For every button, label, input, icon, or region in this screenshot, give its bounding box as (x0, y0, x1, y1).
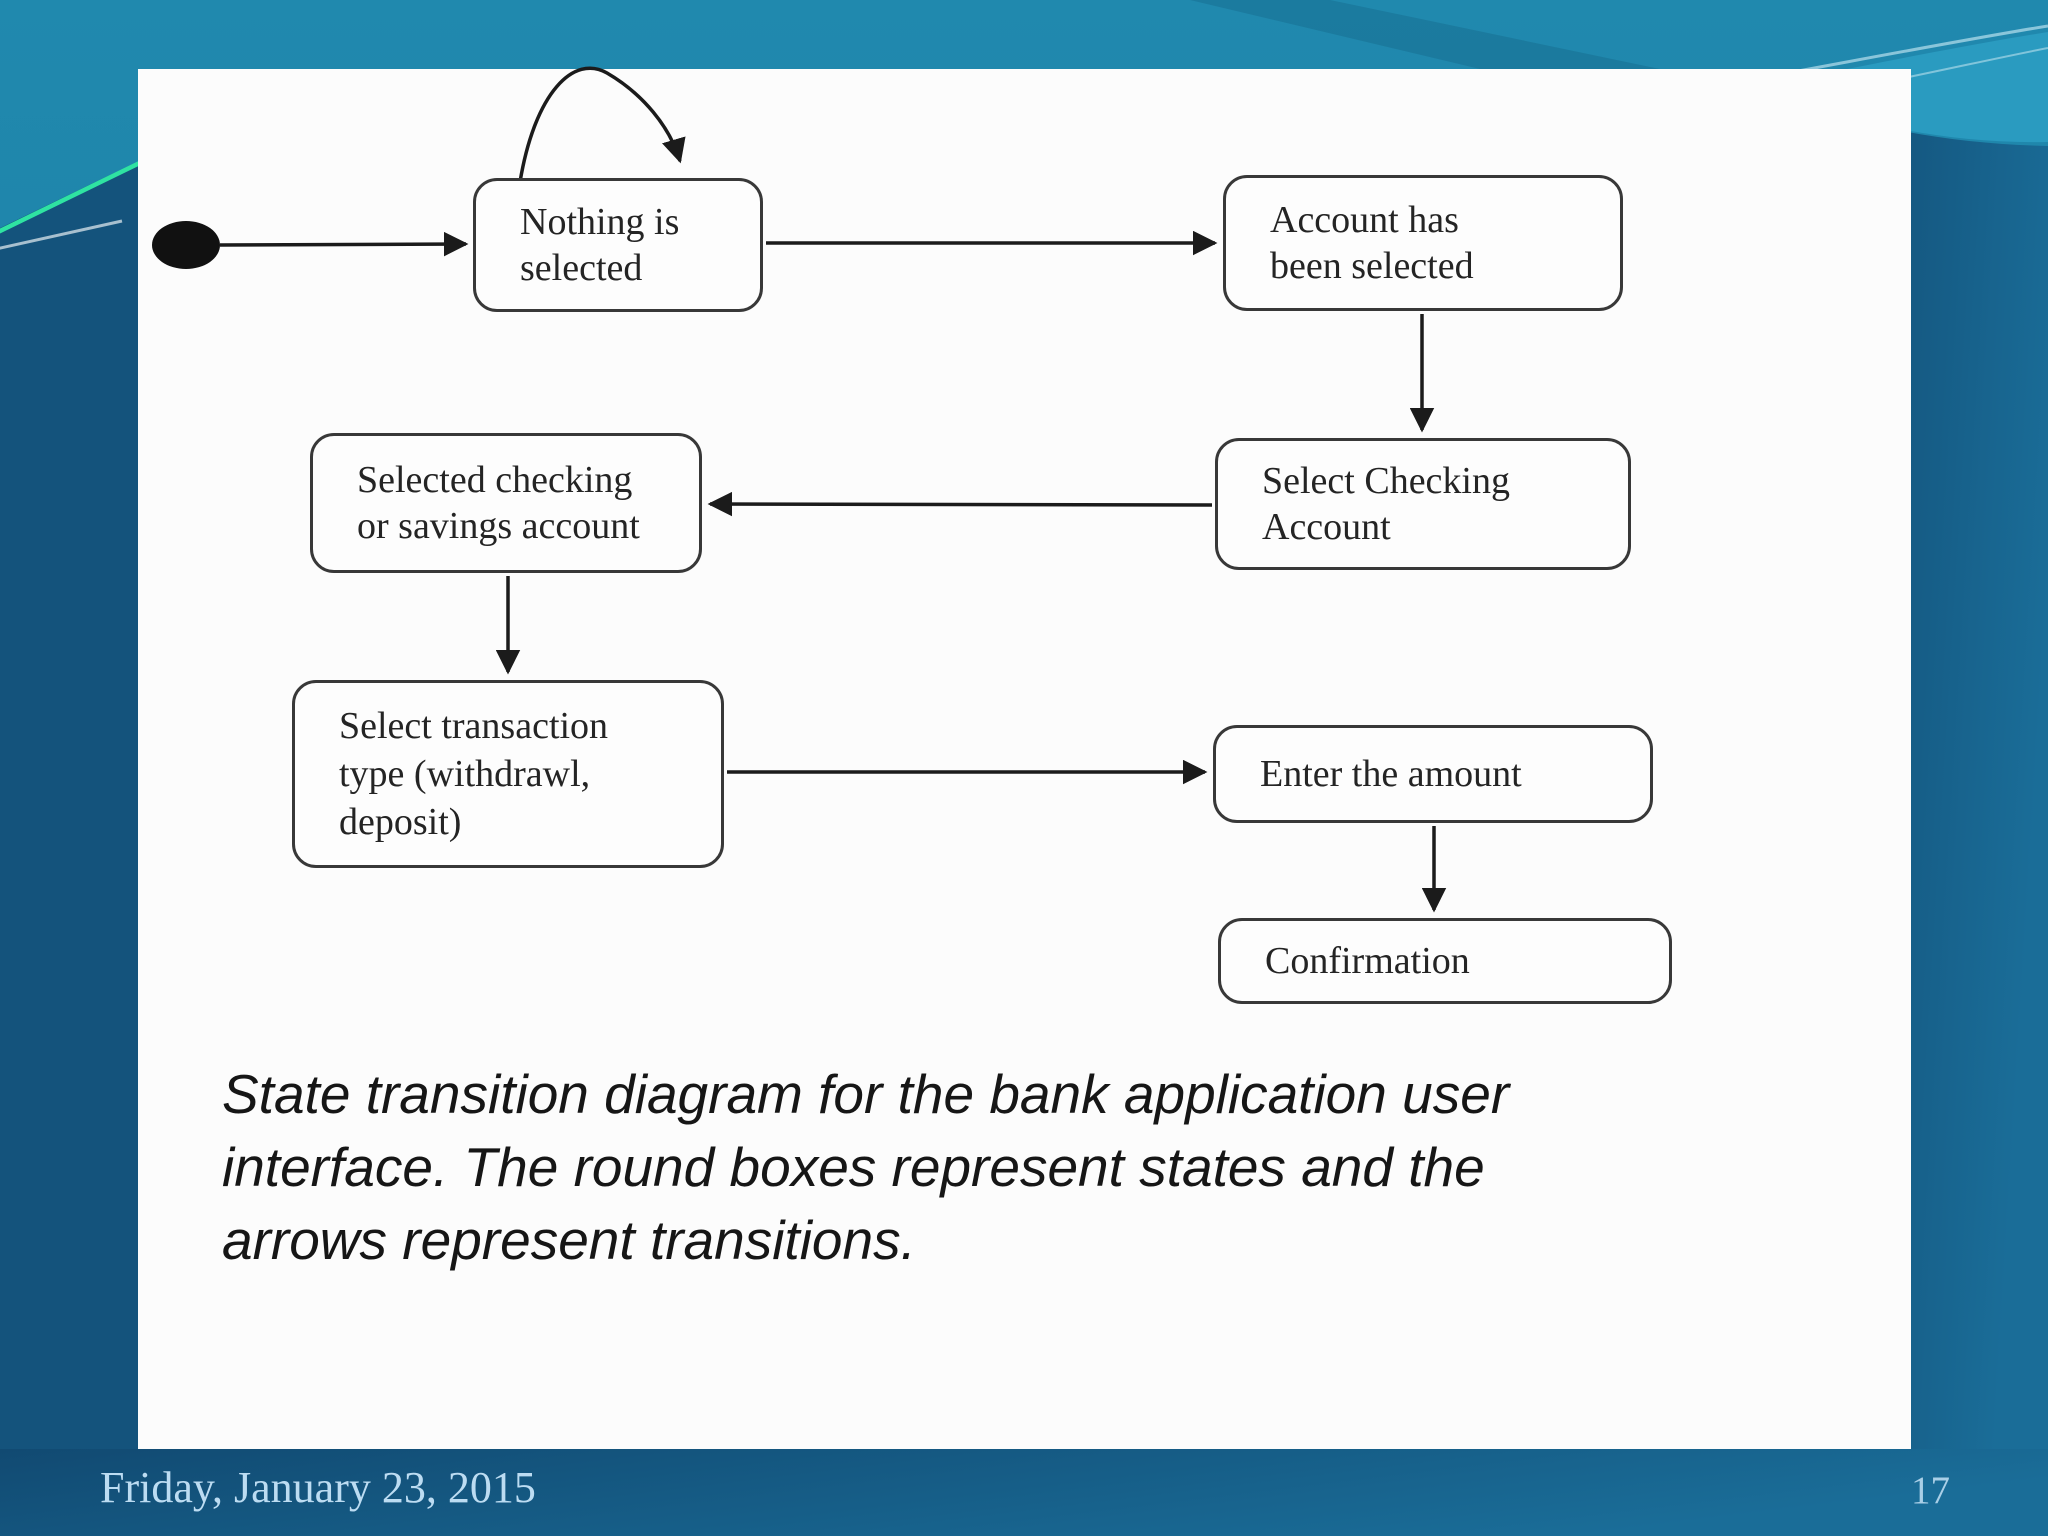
state-label: Select Checking Account (1262, 460, 1510, 548)
footer-date: Friday, January 23, 2015 (100, 1463, 536, 1512)
background-green-line (0, 153, 155, 234)
background-pale-line (0, 219, 123, 250)
state-label: Selected checking or savings account (357, 459, 640, 547)
state-select-checking-account: Select Checking Account (1215, 438, 1631, 570)
state-label: Confirmation (1265, 940, 1470, 982)
state-label: Select transaction type (withdrawl, depo… (339, 705, 609, 843)
state-label: Enter the amount (1260, 753, 1522, 795)
state-label: Nothing is selected (520, 201, 680, 289)
page-number: 17 (1911, 1469, 1950, 1512)
state-account-selected: Account has been selected (1223, 175, 1623, 311)
state-enter-amount: Enter the amount (1213, 725, 1653, 823)
state-select-transaction-type: Select transaction type (withdrawl, depo… (292, 680, 724, 868)
background-navy-bottom (0, 1449, 2048, 1536)
state-selected-checking-or-savings: Selected checking or savings account (310, 433, 702, 573)
state-confirmation: Confirmation (1218, 918, 1672, 1004)
background-dark-band (1190, 0, 1660, 69)
state-label: Account has been selected (1270, 199, 1474, 287)
state-nothing-selected: Nothing is selected (473, 178, 763, 312)
diagram-caption: State transition diagram for the bank ap… (222, 1063, 1510, 1271)
background-navy-left-wedge (0, 146, 170, 1536)
